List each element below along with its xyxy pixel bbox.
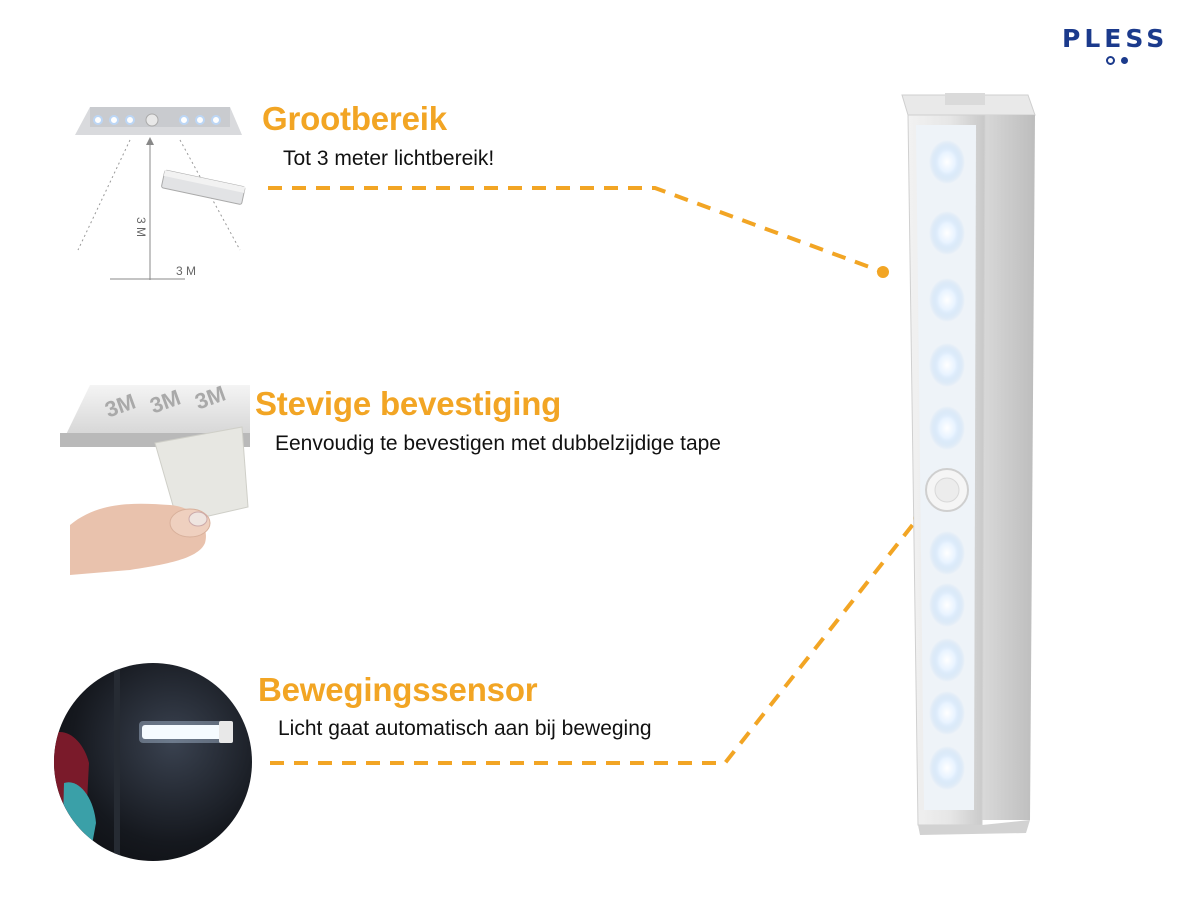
feature-desc-sensor: Licht gaat automatisch aan bij beweging (278, 717, 652, 740)
feature-desc-range: Tot 3 meter lichtbereik! (283, 147, 495, 170)
brand-logo: PLESS (1062, 26, 1177, 72)
motion-sensor-photo (54, 663, 252, 861)
feature-title-mount: Stevige bevestiging (255, 385, 562, 422)
motion-sensor-icon (925, 468, 969, 512)
connector-range (268, 186, 884, 274)
range-diagram-icon: 3 M 3 M (70, 95, 250, 290)
feature-title-range: Grootbereik (262, 100, 447, 137)
connector-dot-range (877, 266, 889, 278)
feature-desc-mount: Eenvoudig te bevestigen met dubbelzijdig… (275, 432, 721, 455)
horizontal-range-label: 3 M (176, 264, 197, 278)
led-light-bar (890, 85, 1050, 835)
adhesive-tape-photo: 3M 3M 3M (60, 375, 250, 575)
brand-logo-text: PLESS (1062, 24, 1169, 53)
vertical-range-label: 3 M (134, 217, 148, 238)
led-dots (929, 140, 965, 790)
feature-title-sensor: Bewegingssensor (258, 671, 538, 708)
